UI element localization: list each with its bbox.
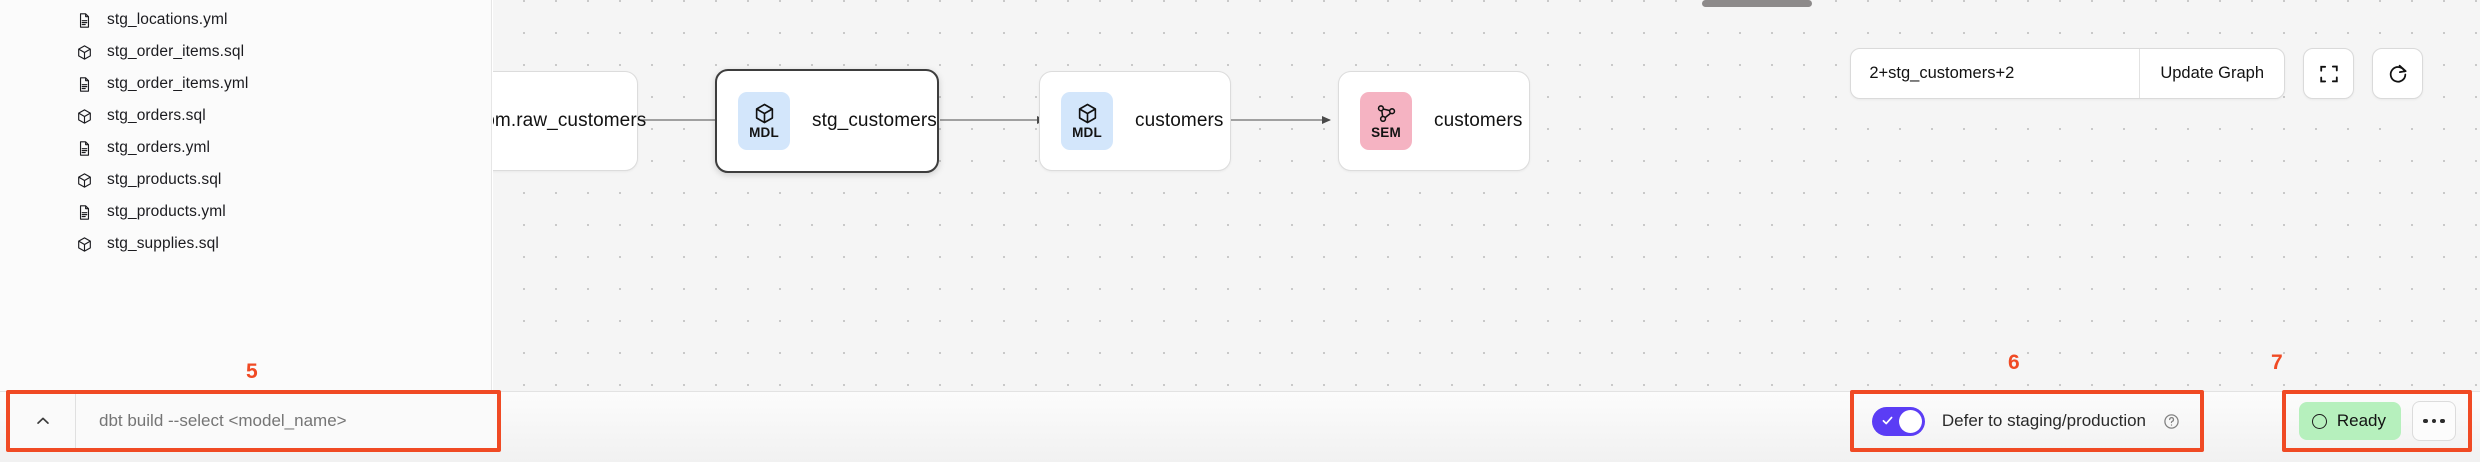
graph-node-mdl-customers[interactable]: MDL customers xyxy=(1039,71,1231,171)
more-dot xyxy=(2423,418,2428,424)
node-badge-mdl: MDL xyxy=(738,92,790,150)
toggle-knob xyxy=(1898,409,1922,433)
semantic-graph-icon xyxy=(1377,105,1395,123)
annotation-marker-7: 7 xyxy=(2271,351,2283,374)
node-label: stg_customers xyxy=(812,110,937,131)
defer-toggle[interactable] xyxy=(1871,406,1925,436)
file-document-icon xyxy=(79,140,90,156)
defer-label: Defer to staging/production xyxy=(1941,411,2146,430)
more-options-button[interactable] xyxy=(2412,401,2456,441)
cube-model-icon xyxy=(78,44,91,60)
node-badge-mdl-label: MDL xyxy=(749,125,779,141)
more-dot xyxy=(2440,418,2445,424)
lineage-graph-canvas[interactable]: SRC ecom.raw_customers MDL stg_customers… xyxy=(493,0,2480,391)
node-badge-sem-label: SEM xyxy=(1371,125,1401,141)
file-document-icon xyxy=(79,204,90,220)
command-bar xyxy=(6,390,501,452)
status-badge[interactable]: Ready xyxy=(2298,402,2401,440)
status-indicator-icon xyxy=(2311,413,2327,429)
command-expand-button[interactable] xyxy=(10,394,76,448)
horizontal-scrollbar[interactable] xyxy=(1702,0,1812,7)
node-badge-mdl: MDL xyxy=(1061,92,1113,150)
file-row[interactable]: stg_orders.yml xyxy=(0,132,491,164)
node-label: customers xyxy=(1135,110,1224,131)
graph-selector-group: Update Graph xyxy=(1850,48,2285,99)
file-name: stg_order_items.yml xyxy=(107,75,249,92)
cube-model-icon xyxy=(1078,103,1096,124)
cube-model-icon xyxy=(78,108,91,124)
node-badge-sem: SEM xyxy=(1360,92,1412,150)
file-row[interactable]: stg_locations.yml xyxy=(0,4,491,36)
cube-model-icon xyxy=(78,172,91,188)
file-name: stg_order_items.sql xyxy=(107,43,245,60)
status-label: Ready xyxy=(2336,411,2386,430)
graph-selector-input[interactable] xyxy=(1851,49,2140,98)
file-row[interactable]: stg_supplies.sql xyxy=(0,228,491,260)
file-name: stg_products.yml xyxy=(107,203,226,220)
chevron-up-icon xyxy=(36,417,49,424)
graph-edge-2 xyxy=(940,114,1055,126)
refresh-button[interactable] xyxy=(2372,48,2423,99)
graph-node-sem-customers[interactable]: SEM customers xyxy=(1338,71,1530,171)
fullscreen-icon xyxy=(2319,65,2338,82)
file-explorer-sidebar[interactable]: stg_locations.yml stg_order_items.sql stg_… xyxy=(0,0,492,391)
file-name: stg_locations.yml xyxy=(107,11,228,28)
help-circle-icon[interactable] xyxy=(2163,413,2180,430)
file-document-icon xyxy=(79,76,90,92)
file-name: stg_orders.yml xyxy=(107,139,211,156)
command-input[interactable] xyxy=(76,394,497,448)
file-document-icon xyxy=(79,12,90,28)
graph-toolbar: Update Graph xyxy=(1850,48,2423,99)
fullscreen-button[interactable] xyxy=(2303,48,2354,99)
status-control-group: Ready xyxy=(2281,390,2472,452)
defer-control-group: Defer to staging/production xyxy=(1849,390,2204,452)
file-row[interactable]: stg_order_items.yml xyxy=(0,68,491,100)
annotation-marker-5: 5 xyxy=(246,360,258,383)
file-row[interactable]: stg_products.sql xyxy=(0,164,491,196)
more-dot xyxy=(2431,418,2437,424)
annotation-marker-6: 6 xyxy=(2008,351,2020,374)
graph-node-src-ecom-raw-customers[interactable]: SRC ecom.raw_customers xyxy=(493,71,646,171)
check-icon xyxy=(1882,416,1893,424)
cube-model-icon xyxy=(78,236,91,252)
node-badge-mdl-label: MDL xyxy=(1072,125,1102,141)
refresh-icon xyxy=(2389,64,2407,83)
file-row[interactable]: stg_order_items.sql xyxy=(0,36,491,68)
file-row[interactable]: stg_orders.sql xyxy=(0,100,491,132)
graph-edge-3 xyxy=(1230,114,1340,126)
node-label: customers xyxy=(1434,110,1523,131)
cube-model-icon xyxy=(755,103,773,124)
node-label: ecom.raw_customers xyxy=(493,110,647,131)
file-name: stg_orders.sql xyxy=(107,107,206,124)
file-row[interactable]: stg_products.yml xyxy=(0,196,491,228)
file-name: stg_supplies.sql xyxy=(107,235,219,252)
graph-node-mdl-stg-customers[interactable]: MDL stg_customers xyxy=(715,69,939,173)
update-graph-button[interactable]: Update Graph xyxy=(2139,49,2284,98)
file-name: stg_products.sql xyxy=(107,171,222,188)
